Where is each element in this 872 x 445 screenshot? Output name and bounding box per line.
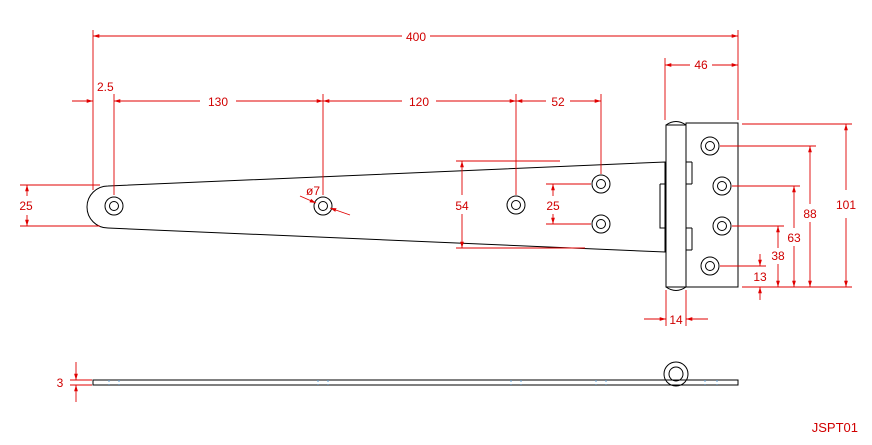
dim-leaf-width: 46 [694,58,708,72]
plate-hole-2 [712,176,732,196]
dim-plate-height: 101 [836,198,856,212]
dim-hole-row-63: 63 [787,231,801,245]
dim-hole-spacing-1: 130 [208,95,228,109]
strap-hole-1 [104,196,124,216]
strap-outline [86,161,666,253]
strap-hole-4 [591,174,611,194]
plate-hole-4 [700,256,720,276]
strap-hole-5 [591,214,611,234]
dim-hole-diameter: ø7 [306,184,320,198]
dim-overall-length: 400 [406,30,426,44]
dimensions: 400 46 2.5 130 120 52 25 ø7 [19,30,856,327]
strap-hole-3 [506,195,526,215]
dim-strap-width: 54 [455,199,469,213]
part-code: JSPT01 [811,420,858,435]
plate-hole-1 [700,136,720,156]
strap-holes [104,174,611,234]
dim-hole-spacing-3: 52 [551,95,565,109]
strap-hole-2 [313,196,333,216]
plate-hole-3 [712,216,732,236]
dim-hole-pair-spacing: 25 [546,199,560,213]
dim-hole-row-88: 88 [803,207,817,221]
dim-tip-width: 25 [19,199,33,213]
side-view [92,361,739,387]
dim-hole-row-38: 38 [771,249,785,263]
dim-thickness: 3 [57,376,64,390]
dim-thickness-group: 3 [57,362,92,402]
hinge-plate [685,122,739,288]
dim-hole-row-13: 13 [753,270,767,284]
dim-edge-offset: 2.5 [97,80,114,94]
dim-hole-spacing-2: 120 [409,95,429,109]
dim-knuckle-width: 14 [669,313,683,327]
